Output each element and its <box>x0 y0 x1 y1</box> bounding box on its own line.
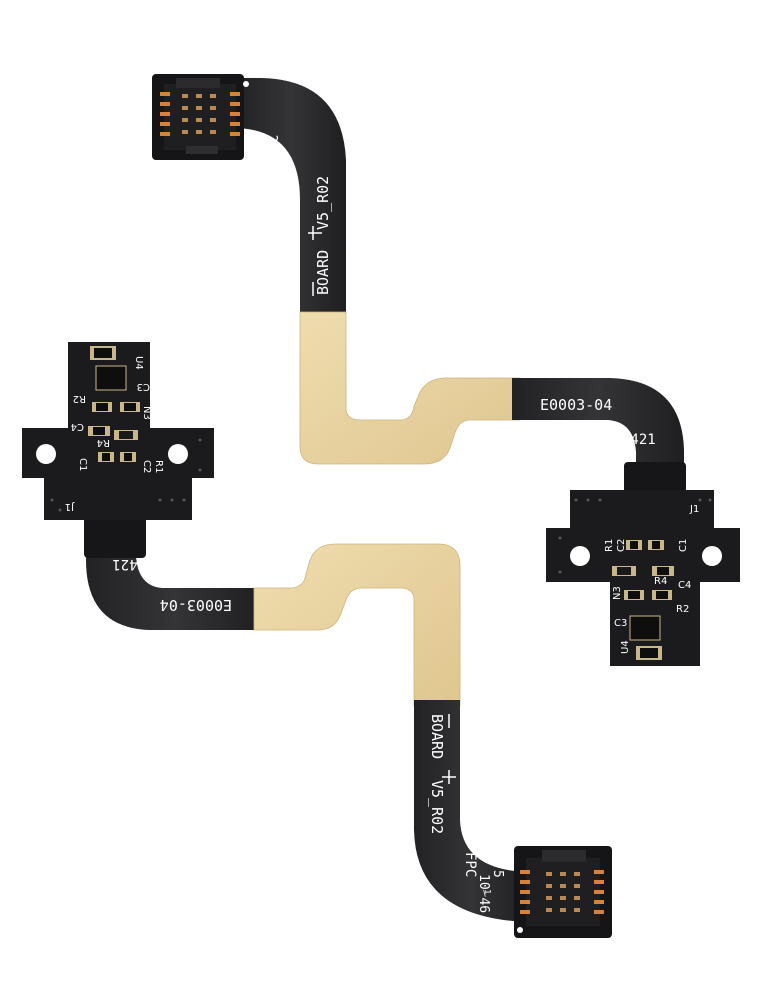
lower-pcb-c1: C1 <box>77 458 88 471</box>
upper-pcb-c2: C2 <box>616 539 627 552</box>
upper-pcb-r4: R4 <box>654 576 667 587</box>
fpc-connector-icon <box>514 846 612 938</box>
lower-label-fpc: FPC <box>462 852 478 877</box>
upper-pcb-c4: C4 <box>678 580 691 591</box>
lower-pcb-c2: C2 <box>141 460 152 473</box>
upper-pcb-c1: C1 <box>678 539 689 552</box>
lower-pcb-c3: C3 <box>137 381 150 392</box>
lower-label-version: V5_R02 <box>428 780 446 834</box>
lower-flex-tan <box>253 543 461 707</box>
upper-label-fpc: FPC <box>266 135 282 160</box>
upper-label-date: 2421 <box>622 432 656 448</box>
lower-label-part: E0003-04 <box>160 596 232 614</box>
upper-label-version: V5_R02 <box>314 176 332 230</box>
upper-pcb-u4: U4 <box>620 640 631 654</box>
lower-pcb-j1: J1 <box>65 501 75 512</box>
lower-pcb-r1: R1 <box>153 460 164 473</box>
lower-pcb-c4: C4 <box>71 421 84 432</box>
upper-pcb-c3: C3 <box>614 618 627 629</box>
fpc-connector-icon <box>152 74 249 160</box>
upper-pcb-n3: N3 <box>612 586 623 600</box>
upper-pcb-r2: R2 <box>676 604 689 615</box>
pcb-board-icon: J1 R1 C2 C1 R4 N3 C4 R2 C3 U4 <box>546 490 740 666</box>
lower-label-date: 2421 <box>112 556 146 572</box>
lower-pcb-r2: R2 <box>73 393 86 404</box>
lower-flex-dark-left <box>86 540 262 630</box>
upper-flex-dark-right <box>512 378 684 470</box>
upper-pcb-r1: R1 <box>604 539 615 552</box>
upper-label-board: BOARD <box>314 250 332 295</box>
lower-label-board: BOARD <box>428 714 446 759</box>
upper-pcb-j1: J1 <box>689 504 699 515</box>
lower-pcb-u4: U4 <box>133 356 144 370</box>
upper-label-number: 10⅟46 <box>258 136 273 175</box>
upper-flex-cable: BOARD V5_R02 FPC 10⅟46 5 E0003-04 2421 <box>236 78 686 544</box>
lower-label-5: 5 <box>490 870 505 878</box>
lower-pcb-n3: N3 <box>141 406 152 420</box>
lower-flex-cable: E0003-04 2421 BOARD V5_R02 FPC 10⅟46 5 <box>84 478 528 922</box>
upper-flex-dark-top <box>236 78 346 318</box>
pcb-board-icon: U4 C3 R2 N3 C4 R4 C1 C2 R1 J1 <box>22 342 214 520</box>
lower-flex-dark-bottom <box>414 700 528 922</box>
lower-label-number: 10⅟46 <box>476 874 491 913</box>
upper-flex-tan <box>299 311 521 465</box>
upper-label-part: E0003-04 <box>540 396 612 414</box>
lower-pcb-r4: R4 <box>97 437 110 448</box>
upper-label-5: 5 <box>254 148 269 156</box>
